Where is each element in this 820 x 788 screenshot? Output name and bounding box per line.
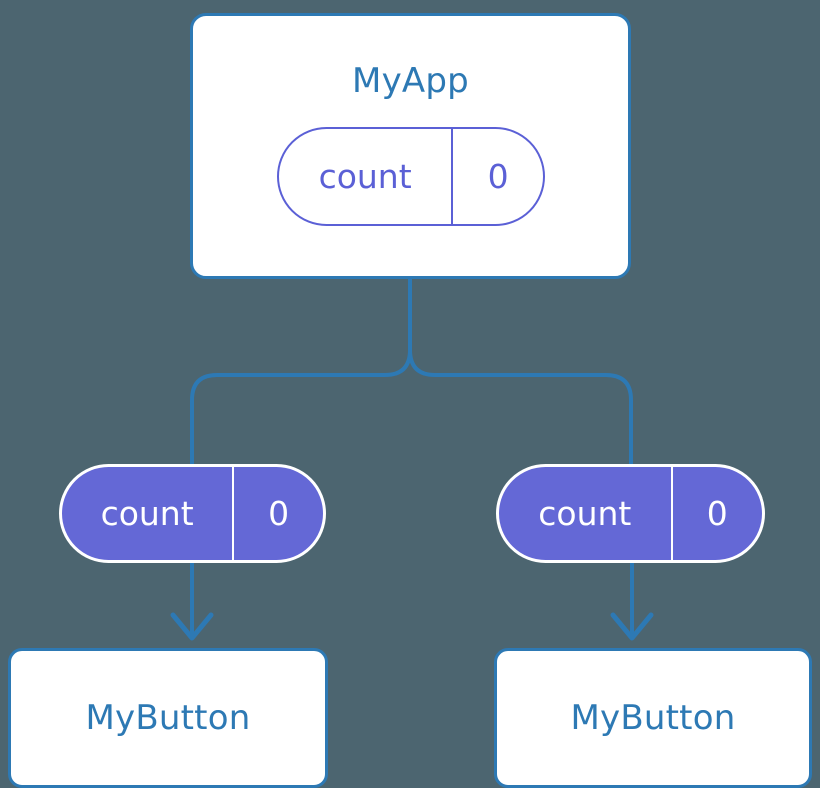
prop-pill-count-left[interactable]: count 0 [59,464,326,563]
component-title-mybutton-left: MyButton [85,698,251,738]
prop-pill-key-right: count [499,467,673,560]
state-pill-key: count [279,129,454,224]
component-card-mybutton-left[interactable]: MyButton [8,648,328,788]
prop-pill-value-right: 0 [706,494,728,533]
component-title-mybutton-right: MyButton [570,698,736,738]
arrow-head-right-icon [610,612,654,641]
prop-pill-count-right[interactable]: count 0 [496,464,765,563]
branch-line-left [190,349,412,464]
state-pill-count[interactable]: count 0 [277,127,545,226]
component-title-myapp: MyApp [352,61,469,101]
diagram-canvas: MyApp count 0 count 0 MyButton count 0 M… [8,13,812,788]
prop-pill-key-left: count [62,467,235,560]
component-card-mybutton-right[interactable]: MyButton [494,648,812,788]
branch-line-right [408,349,633,464]
prop-pill-value-left: 0 [268,494,290,533]
arrow-head-left-icon [170,612,214,641]
state-pill-value: 0 [487,157,509,196]
